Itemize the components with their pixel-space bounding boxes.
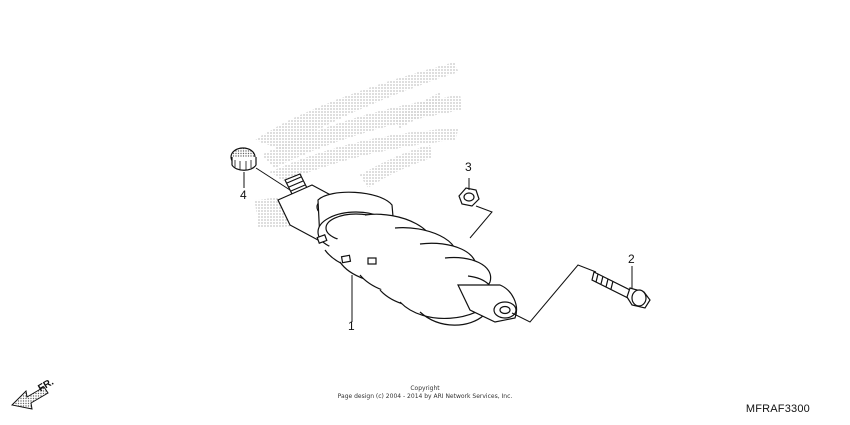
rear-shock-absorber	[277, 173, 518, 326]
callout-4[interactable]: 4	[240, 188, 247, 202]
leader-lines	[243, 167, 633, 323]
flange-bolt	[591, 271, 651, 309]
copyright-text: Page design (c) 2004 - 2014 by ARI Netwo…	[337, 393, 513, 400]
copyright-title: Copyright	[410, 385, 440, 392]
rubber-cap	[230, 147, 257, 171]
diagram-code: MFRAF3300	[745, 403, 810, 415]
copyright-notice: Copyright Page design (c) 2004 - 2014 by…	[300, 385, 550, 401]
frame-shading	[255, 62, 462, 228]
callout-2[interactable]: 2	[628, 252, 635, 266]
front-direction-arrow-icon	[10, 386, 49, 410]
flange-nut	[458, 187, 480, 207]
callout-3[interactable]: 3	[465, 160, 472, 174]
callout-1[interactable]: 1	[348, 319, 355, 333]
